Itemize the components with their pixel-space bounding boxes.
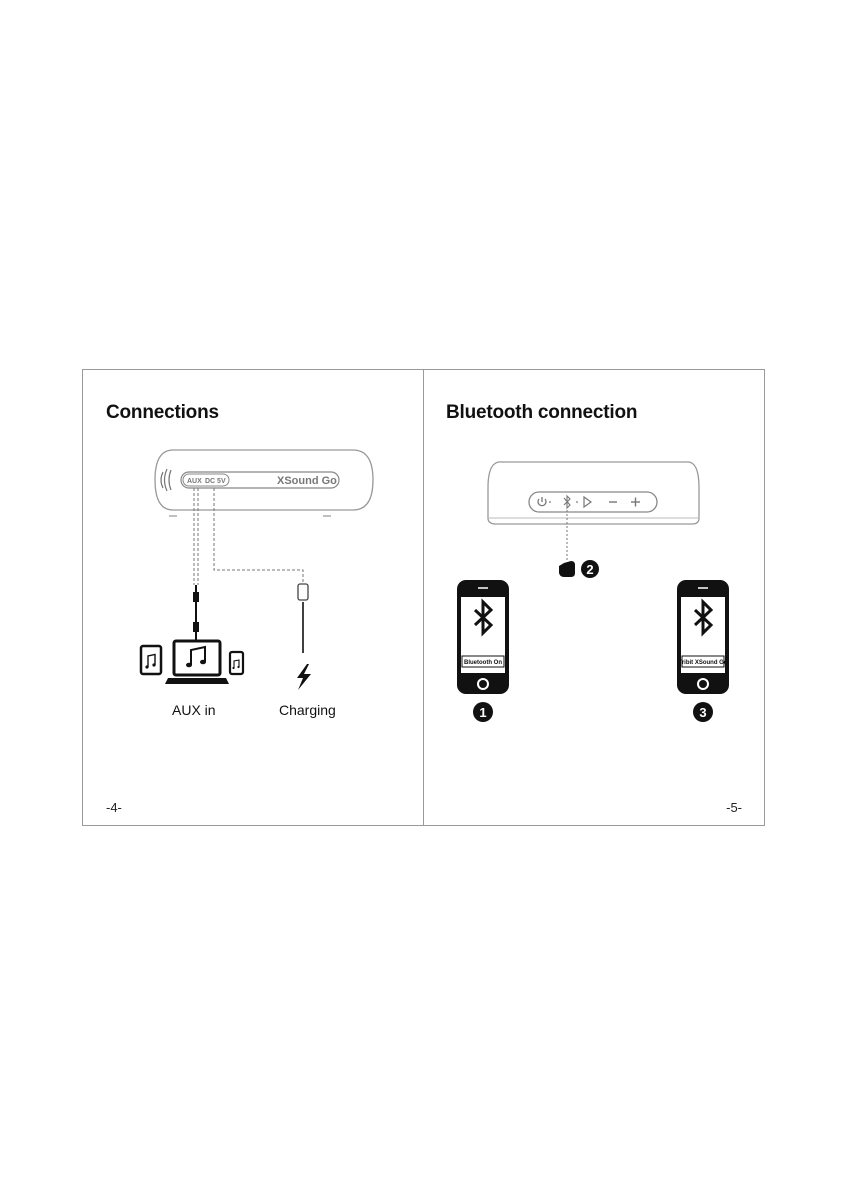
manual-spread: Connections AUX DC 5V XSound Go [82,369,765,826]
aux-port-label: AUX [187,478,202,485]
hand-pointer-icon [559,561,575,577]
phone-icon [230,652,243,674]
connections-illustration: AUX DC 5V XSound Go [83,370,423,827]
bluetooth-illustration: 2 Bluetooth On 1 [424,370,765,827]
phone-1-screen-text: Bluetooth On [464,660,502,666]
phone-3-screen-text: Tribit XSound Go [679,660,728,666]
aux-cable [193,488,199,640]
page-number: -5- [726,800,742,815]
phone-icon [677,580,729,694]
page-connections: Connections AUX DC 5V XSound Go [83,370,424,825]
charging-caption: Charging [279,702,336,718]
step-3-number: 3 [699,705,706,720]
charging-cable [214,488,308,653]
aux-in-caption: AUX in [172,702,216,718]
step-2-number: 2 [586,562,593,577]
page-bluetooth: Bluetooth connection [424,370,765,825]
phone-icon [457,580,509,694]
laptop-icon [165,641,229,684]
step-1-number: 1 [479,705,486,720]
brand-label: XSound Go [277,475,337,487]
page-number: -4- [106,800,122,815]
lightning-icon [297,664,311,690]
dc-port-label: DC 5V [205,478,226,485]
speaker-icon [488,462,699,524]
tablet-icon [141,646,161,674]
